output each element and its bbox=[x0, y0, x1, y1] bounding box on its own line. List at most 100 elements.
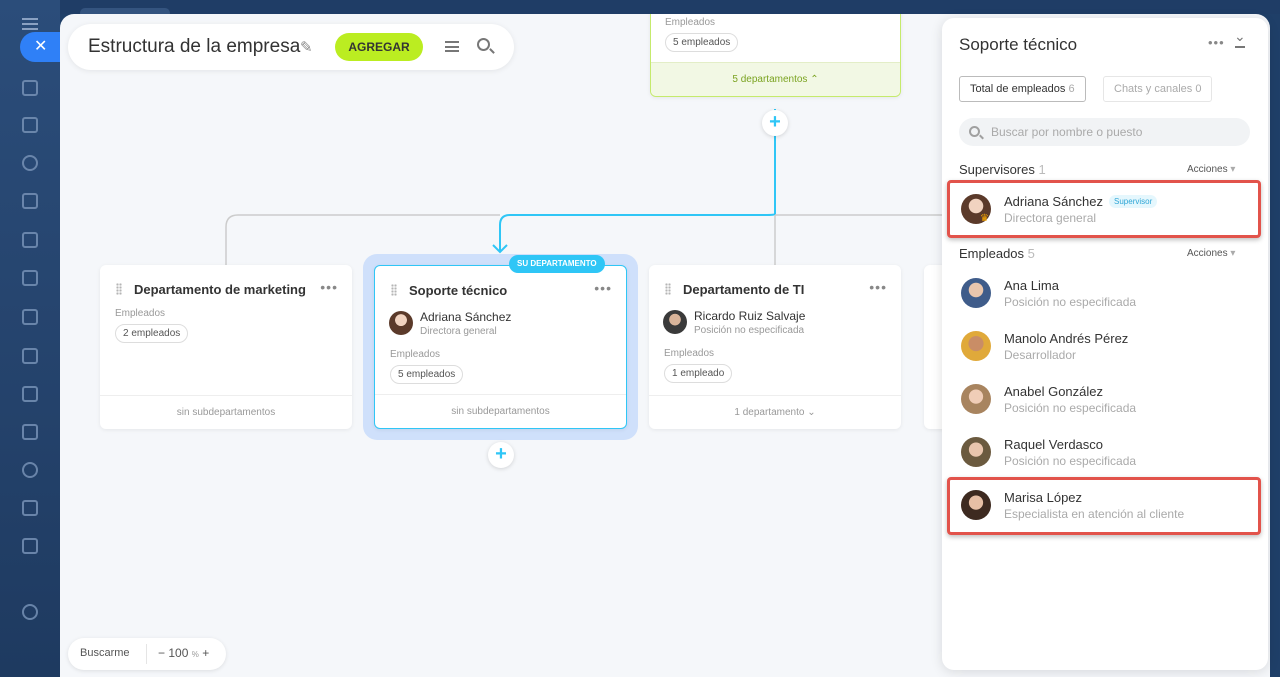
person-name: Anabel González bbox=[1004, 384, 1104, 399]
list-item[interactable]: Ana Lima Posición no especificada bbox=[950, 269, 1260, 317]
panel-title: Soporte técnico bbox=[959, 35, 1078, 54]
menu-icon[interactable] bbox=[22, 18, 38, 30]
monitor-icon[interactable] bbox=[22, 348, 38, 364]
employees-actions-button[interactable]: Acciones bbox=[1187, 248, 1235, 259]
more-icon[interactable]: ••• bbox=[1208, 35, 1225, 50]
manager-name[interactable]: Adriana Sánchez bbox=[420, 310, 512, 324]
pin-icon[interactable]: ✎ bbox=[300, 39, 313, 56]
mail-icon[interactable] bbox=[22, 232, 38, 248]
department-name: Soporte técnico bbox=[409, 283, 508, 298]
person-name: Ana Lima bbox=[1004, 278, 1059, 293]
target-icon[interactable] bbox=[22, 155, 38, 171]
supervisors-actions-button[interactable]: Acciones bbox=[1187, 164, 1235, 175]
filter-icon[interactable] bbox=[22, 117, 38, 133]
avatar[interactable] bbox=[663, 310, 687, 334]
drag-handle-icon[interactable] bbox=[391, 284, 397, 296]
tasks-icon[interactable] bbox=[22, 193, 38, 209]
department-name: Departamento de TI bbox=[683, 282, 805, 297]
person-name: Manolo Andrés Pérez bbox=[1004, 331, 1129, 346]
collapse-panel-icon[interactable] bbox=[1234, 28, 1246, 48]
avatar bbox=[961, 331, 991, 361]
add-button[interactable]: AGREGAR bbox=[335, 33, 423, 61]
department-name: Departamento de marketing bbox=[134, 282, 306, 297]
find-me-button[interactable]: Buscarme bbox=[80, 647, 130, 659]
list-item[interactable]: Raquel Verdasco Posición no especificada bbox=[950, 428, 1260, 476]
card-footer: sin subdepartamentos bbox=[100, 395, 352, 429]
list-item[interactable]: Manolo Andrés Pérez Desarrollador bbox=[950, 322, 1260, 370]
highlight-box-employee bbox=[947, 477, 1261, 535]
manager-name[interactable]: Ricardo Ruiz Salvaje bbox=[694, 309, 806, 323]
person-role: Desarrollador bbox=[1004, 348, 1077, 362]
page-title: Estructura de la empresa bbox=[88, 36, 301, 57]
settings-icon[interactable] bbox=[22, 604, 38, 620]
header-bar: Estructura de la empresa ✎ AGREGAR bbox=[68, 24, 514, 70]
employees-label: Empleados bbox=[115, 308, 166, 319]
list-item[interactable]: Anabel González Posición no especificada bbox=[950, 375, 1260, 423]
search-icon bbox=[969, 126, 980, 137]
person-role: Directora general bbox=[1004, 211, 1097, 225]
drag-handle-icon[interactable] bbox=[665, 283, 671, 295]
tab-employees[interactable]: Total de empleados 6 bbox=[959, 76, 1086, 102]
calendar-icon[interactable] bbox=[22, 386, 38, 402]
department-card-marketing[interactable]: Departamento de marketing ••• Empleados … bbox=[100, 265, 352, 429]
avatar bbox=[961, 278, 991, 308]
divider bbox=[146, 644, 147, 664]
document-icon[interactable] bbox=[22, 309, 38, 325]
zoom-in-button[interactable]: + bbox=[202, 646, 210, 660]
supervisor-badge: Supervisor bbox=[1109, 195, 1158, 208]
avatar[interactable] bbox=[389, 311, 413, 335]
highlight-box-supervisor bbox=[947, 180, 1261, 238]
zoom-out-button[interactable]: − bbox=[158, 646, 166, 660]
store-icon[interactable] bbox=[22, 270, 38, 286]
search-icon[interactable] bbox=[477, 38, 490, 51]
employees-label: Empleados bbox=[665, 17, 716, 28]
employees-count-pill[interactable]: 5 empleados bbox=[665, 33, 739, 52]
sign-icon[interactable] bbox=[22, 500, 38, 516]
department-detail-panel: Soporte técnico ••• Total de empleados 6… bbox=[942, 18, 1268, 670]
close-icon[interactable]: ✕ bbox=[20, 32, 64, 62]
search-input[interactable]: Buscar por nombre o puesto bbox=[959, 118, 1250, 146]
parent-department-card[interactable]: Empleados 5 empleados 5 departamentos ⌃ bbox=[650, 14, 901, 97]
avatar bbox=[961, 490, 991, 520]
employees-heading: Empleados 5 bbox=[959, 246, 1035, 261]
app-sidebar: ✕ bbox=[0, 0, 64, 677]
subdepartments-toggle[interactable]: 1 departamento ⌄ bbox=[649, 395, 901, 429]
link-arrow bbox=[492, 244, 508, 254]
top-bar bbox=[60, 0, 1280, 18]
edit-icon[interactable] bbox=[22, 538, 38, 554]
department-card-support[interactable]: Soporte técnico ••• Adriana Sánchez Dire… bbox=[374, 265, 627, 429]
drag-handle-icon[interactable] bbox=[116, 283, 122, 295]
person-role: Posición no especificada bbox=[1004, 295, 1137, 309]
subdepartments-toggle[interactable]: 5 departamentos ⌃ bbox=[651, 62, 900, 96]
manager-role: Directora general bbox=[420, 326, 497, 337]
employees-label: Empleados bbox=[664, 348, 715, 359]
chevron-down-icon: ⌄ bbox=[807, 407, 816, 418]
employees-count-pill[interactable]: 2 empleados bbox=[115, 324, 189, 343]
add-subdepartment-button[interactable]: + bbox=[488, 442, 514, 468]
employees-count-pill[interactable]: 1 empleado bbox=[664, 364, 733, 383]
person-name: Marisa López bbox=[1004, 490, 1083, 505]
avatar bbox=[961, 437, 991, 467]
menu-lines-icon[interactable] bbox=[445, 41, 459, 52]
manager-role: Posición no especificada bbox=[694, 325, 805, 336]
add-subdepartment-button[interactable]: + bbox=[762, 110, 788, 136]
connection-lines bbox=[225, 109, 1060, 266]
more-icon[interactable]: ••• bbox=[869, 279, 887, 295]
link-to-marketing bbox=[225, 214, 500, 266]
circle-icon[interactable] bbox=[22, 462, 38, 478]
crown-icon: ♛ bbox=[980, 213, 989, 224]
more-icon[interactable]: ••• bbox=[594, 280, 612, 296]
more-icon[interactable]: ••• bbox=[320, 279, 338, 295]
department-card-it[interactable]: Departamento de TI ••• Ricardo Ruiz Salv… bbox=[649, 265, 901, 429]
employees-label: Empleados bbox=[390, 349, 441, 360]
your-department-badge: SU DEPARTAMENTO bbox=[509, 255, 605, 273]
list-item[interactable]: Marisa López Especialista en atención al… bbox=[950, 481, 1260, 529]
employees-count-pill[interactable]: 5 empleados bbox=[390, 365, 464, 384]
analytics-icon[interactable] bbox=[22, 424, 38, 440]
search-placeholder: Buscar por nombre o puesto bbox=[991, 125, 1143, 139]
supervisors-heading: Supervisores 1 bbox=[959, 162, 1046, 177]
zoom-unit: % bbox=[191, 650, 199, 659]
feed-icon[interactable] bbox=[22, 80, 38, 96]
tab-chats[interactable]: Chats y canales 0 bbox=[1103, 76, 1213, 102]
